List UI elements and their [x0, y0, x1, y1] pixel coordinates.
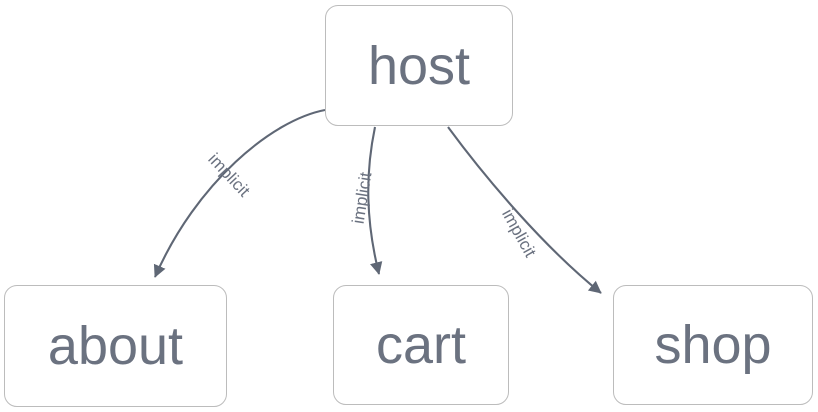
graph-node-cart[interactable]: cart: [333, 285, 509, 405]
node-label-about: about: [47, 316, 184, 376]
node-label-cart: cart: [375, 315, 467, 375]
node-label-shop: shop: [654, 315, 772, 375]
graph-node-about[interactable]: about: [4, 285, 227, 407]
graph-node-shop[interactable]: shop: [613, 285, 813, 405]
graph-node-host[interactable]: host: [325, 5, 513, 126]
edge-host-about: [153, 108, 326, 278]
edge-host-shop: [447, 126, 602, 294]
node-label-host: host: [367, 35, 471, 96]
edge-host-cart: [367, 126, 383, 275]
